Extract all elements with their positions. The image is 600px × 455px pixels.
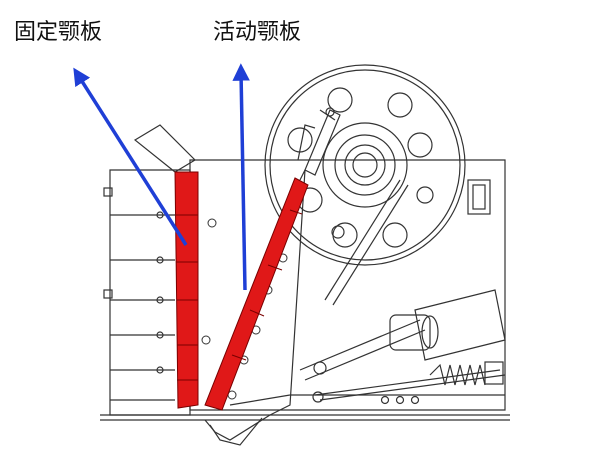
moving-jaw-body [204, 169, 306, 446]
moving-jaw-label: 活动颚板 [213, 20, 302, 45]
moving-jaw-plate [204, 177, 309, 411]
fixed-jaw-plate [174, 171, 199, 409]
label-arrows [73, 63, 250, 291]
pitman-linkage [297, 107, 506, 403]
crusher-frame [100, 124, 510, 421]
moving-jaw-arrow [232, 63, 250, 291]
fixed-jaw-arrow [73, 67, 188, 246]
tension-spring-unit [380, 289, 506, 405]
fixed-jaw-label: 固定颚板 [14, 20, 103, 45]
flywheel [264, 64, 466, 266]
